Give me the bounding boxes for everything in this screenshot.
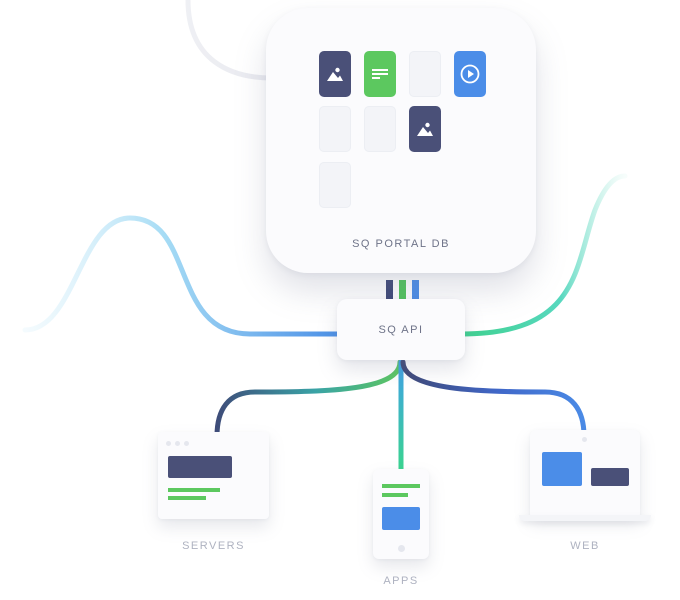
empty-tile	[364, 106, 396, 152]
laptop-base	[519, 515, 651, 521]
right-input-line	[459, 173, 628, 337]
phone-line	[382, 493, 408, 497]
window-dot	[175, 441, 180, 446]
api-card: SQ API	[337, 299, 465, 360]
servers-window	[158, 432, 269, 519]
portal-db-label: SQ PORTAL DB	[352, 238, 450, 250]
image-icon	[417, 122, 433, 136]
web-label: WEB	[570, 540, 600, 552]
home-button	[398, 545, 405, 552]
image-icon	[327, 67, 343, 81]
empty-tile	[409, 51, 441, 97]
empty-tile	[319, 106, 351, 152]
servers-label: SERVERS	[182, 540, 245, 552]
phone-block	[382, 507, 420, 530]
db-api-link-navy	[386, 280, 393, 302]
servers-line	[214, 359, 403, 439]
server-block	[168, 456, 232, 478]
apps-label: APPS	[383, 575, 419, 587]
web-block-navy	[591, 468, 629, 486]
server-line	[168, 488, 220, 492]
image-tile	[409, 106, 441, 152]
web-block-blue	[542, 452, 582, 486]
window-dot	[166, 441, 171, 446]
image-tile	[319, 51, 351, 97]
left-input-line	[22, 215, 343, 337]
video-tile	[454, 51, 486, 97]
server-line	[168, 496, 206, 500]
window-dot	[184, 441, 189, 446]
phone-line	[382, 484, 420, 488]
web-laptop	[530, 430, 640, 516]
play-icon	[460, 64, 480, 84]
api-label: SQ API	[378, 323, 424, 336]
camera-dot	[582, 437, 587, 442]
db-api-link-blue	[412, 280, 419, 302]
top-faded-line	[185, 0, 275, 81]
web-line	[400, 359, 587, 439]
apps-phone	[373, 469, 429, 559]
document-lines-icon	[372, 69, 388, 79]
document-tile	[364, 51, 396, 97]
portal-db-card: SQ PORTAL DB	[266, 8, 536, 273]
db-api-link-green	[399, 280, 406, 302]
empty-tile	[319, 162, 351, 208]
